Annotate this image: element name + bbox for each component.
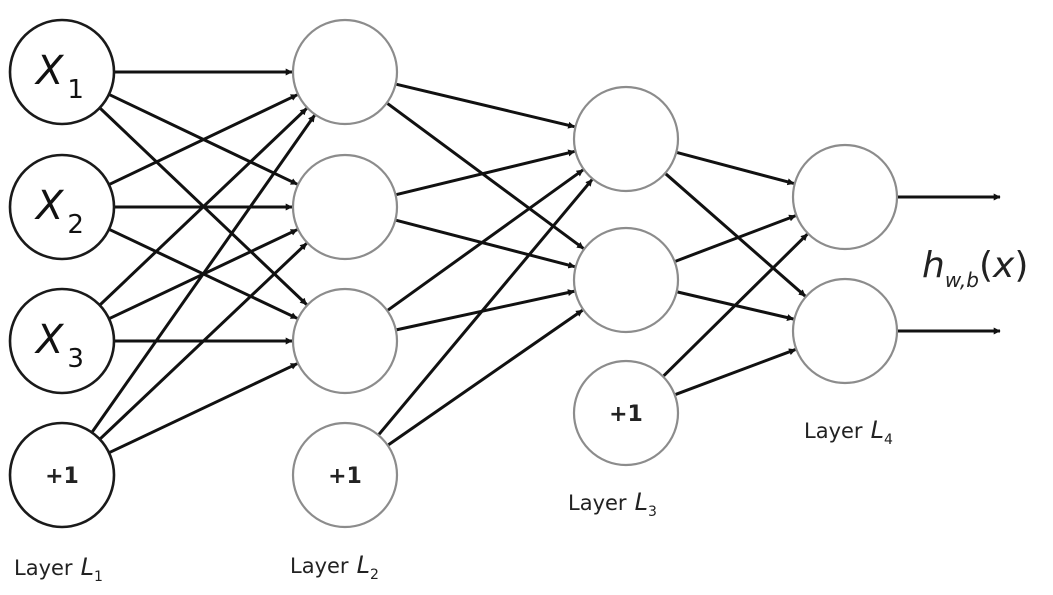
layer-label-2-subscript: 2 xyxy=(370,567,379,583)
edge-l1n3-l2n1 xyxy=(99,107,308,306)
layer-label-4-subscript: 4 xyxy=(884,432,893,448)
output-open-paren: ( xyxy=(979,245,993,286)
layer-label-3-subscript: 3 xyxy=(648,504,657,520)
node-circle xyxy=(291,421,399,529)
edge-l3n3-l4n1 xyxy=(662,233,809,377)
output-argument: x xyxy=(992,245,1015,286)
node-circle xyxy=(8,18,116,126)
input-variable-symbol: X xyxy=(34,317,65,363)
node-circle xyxy=(291,153,399,261)
node-circle xyxy=(791,277,899,385)
layer-4-node-1 xyxy=(791,143,899,251)
layer-label-3: Layer L3 xyxy=(568,488,657,520)
output-function-symbol: h xyxy=(922,245,945,286)
node-circle xyxy=(572,359,680,467)
edge-l2n4-l3n1 xyxy=(377,178,594,436)
edge-l3n1-l4n1 xyxy=(676,151,795,186)
input-variable-subscript: 1 xyxy=(67,75,84,105)
connections xyxy=(91,68,809,454)
node-circle xyxy=(291,287,399,395)
layer-4-node-2 xyxy=(791,277,899,385)
layer-3-node-3-bias: +1 xyxy=(572,359,680,467)
edge-l1n4-l2n2 xyxy=(99,242,308,440)
input-variable-subscript: 3 xyxy=(67,344,84,374)
layer-2-node-2 xyxy=(291,153,399,261)
node-circle xyxy=(572,85,680,193)
output-close-paren: ) xyxy=(1014,245,1028,286)
layer-1-node-4-bias: +1 xyxy=(8,421,116,529)
node-circle xyxy=(791,143,899,251)
layer-label-4-word: Layer xyxy=(804,419,863,443)
edge-l2n2-l3n1 xyxy=(396,149,576,196)
layer-label-3-word: Layer xyxy=(568,491,627,515)
layer-label-4: Layer L4 xyxy=(804,416,893,448)
edge-l2n4-l3n2 xyxy=(387,308,584,447)
edge-l3n2-l4n1 xyxy=(675,214,797,263)
layer-2-node-1 xyxy=(291,18,399,126)
edge-l1n4-l2n3 xyxy=(109,362,298,454)
layer-label-2: Layer L2 xyxy=(290,551,379,583)
layer-2-node-3 xyxy=(291,287,399,395)
input-variable-symbol: X xyxy=(34,48,65,94)
edge-l2n2-l3n2 xyxy=(395,218,576,269)
layer-label-1-symbol: L xyxy=(81,553,94,581)
node-circle xyxy=(8,421,116,529)
bias-label: +1 xyxy=(45,464,79,489)
edge-l2n3-l3n1 xyxy=(387,168,584,312)
bias-label: +1 xyxy=(328,464,362,489)
layer-label-2-symbol: L xyxy=(357,551,370,579)
layer-3-node-1 xyxy=(572,85,680,193)
edge-l3n1-l4n2 xyxy=(664,172,807,298)
input-variable-subscript: 2 xyxy=(67,210,84,240)
input-variable-symbol: X xyxy=(34,183,65,229)
edge-l1n4-l2n1 xyxy=(91,114,316,433)
edge-l3n3-l4n2 xyxy=(675,348,797,396)
layer-3-node-2 xyxy=(572,226,680,334)
layer-2-node-4-bias: +1 xyxy=(291,421,399,529)
layer-label-1: Layer L1 xyxy=(14,553,103,585)
edge-l1n2-l2n1 xyxy=(109,93,298,186)
layer-label-1-word: Layer xyxy=(14,556,73,580)
layer-label-2-word: Layer xyxy=(290,554,349,578)
bias-label: +1 xyxy=(609,402,643,427)
output-label: hw,b(x) xyxy=(922,245,1028,292)
node-circle xyxy=(291,18,399,126)
output-arrows xyxy=(898,193,1001,335)
node-circle xyxy=(8,287,116,395)
node-circle xyxy=(572,226,680,334)
output-subscript: w,b xyxy=(945,268,979,292)
layer-label-4-symbol: L xyxy=(871,416,884,444)
edge-l2n1-l3n2 xyxy=(386,102,585,250)
layer-label-3-symbol: L xyxy=(635,488,648,516)
edge-l2n3-l3n2 xyxy=(396,289,575,332)
layer-label-1-subscript: 1 xyxy=(94,569,103,585)
edge-l2n1-l3n1 xyxy=(396,82,576,129)
node-circle xyxy=(8,153,116,261)
